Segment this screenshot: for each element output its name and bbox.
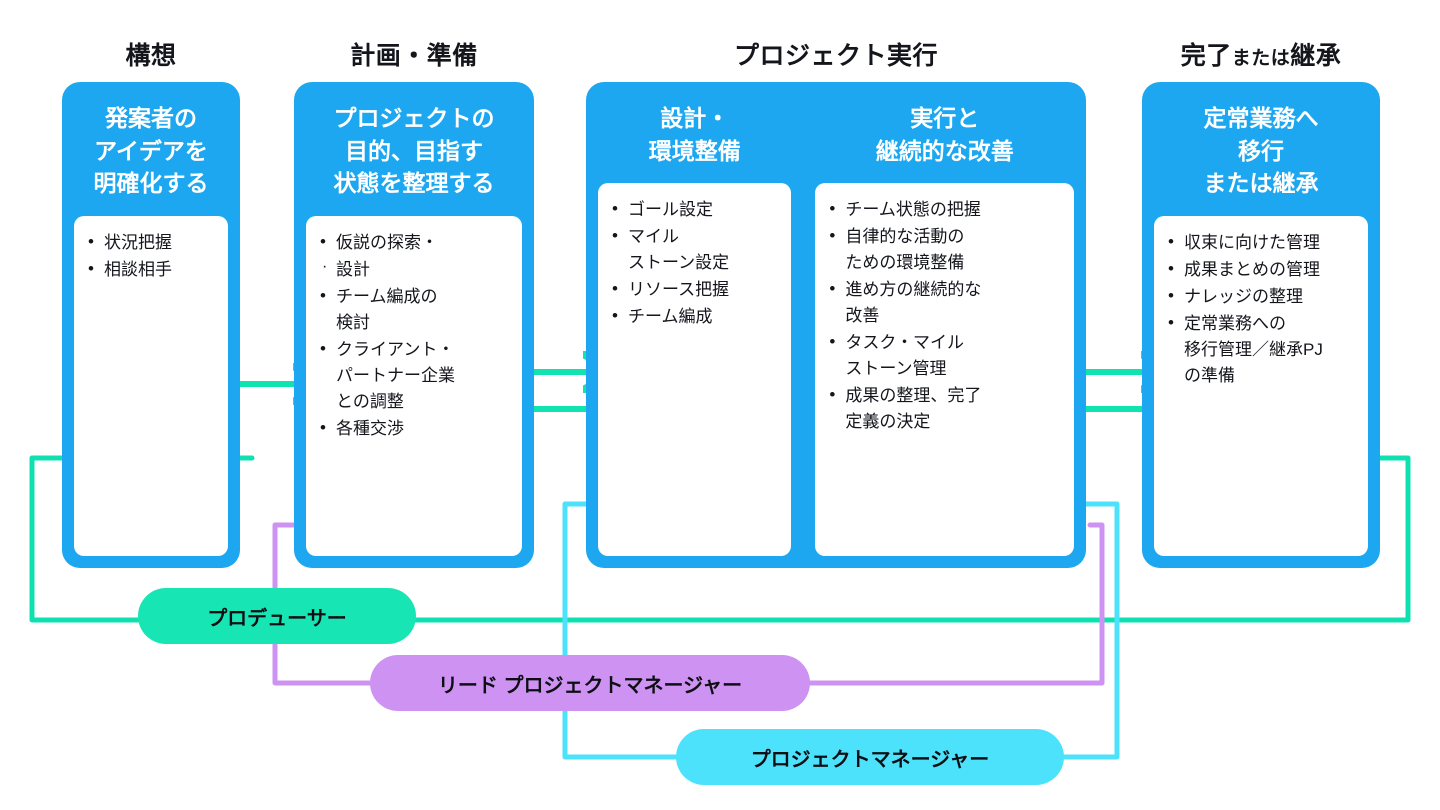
- role-pill-producer-label: プロデューサー: [207, 607, 347, 630]
- list-item: 進め方の継続的な 改善: [827, 276, 1064, 329]
- bullet-box-closing: 収束に向けた管理 成果まとめの管理 ナレッジの整理 定常業務への 移行管理／継承…: [1154, 215, 1368, 556]
- card-title-ideation: 発案者の アイデアを 明確化する: [93, 105, 209, 197]
- phase-header-execution-label: プロジェクト実行: [733, 42, 938, 70]
- list-item: タスク・マイル ストーン管理: [827, 329, 1064, 382]
- subcard-closing: 定常業務へ 移行 または継承 収束に向けた管理 成果まとめの管理 ナレッジの整理…: [1142, 82, 1380, 568]
- card-title-execution: 実行と 継続的な改善: [875, 105, 1014, 164]
- phase-card-planning[interactable]: プロジェクトの 目的、目指す 状態を整理する 仮説の探索・ 設計 チーム編成の …: [294, 82, 534, 568]
- phase-header-ideation-label: 構想: [125, 42, 177, 70]
- card-title-planning: プロジェクトの 目的、目指す 状態を整理する: [333, 105, 495, 197]
- subcard-execution: 実行と 継続的な改善 チーム状態の把握 自律的な活動の ための環境整備 進め方の…: [803, 82, 1086, 568]
- subcard-design: 設計・ 環境整備 ゴール設定 マイル ストーン設定 リソース把握 チーム編成: [586, 82, 803, 568]
- list-item: 状況把握: [86, 229, 218, 256]
- phase-card-closing[interactable]: 定常業務へ 移行 または継承 収束に向けた管理 成果まとめの管理 ナレッジの整理…: [1142, 82, 1380, 568]
- list-item: 自律的な活動の ための環境整備: [827, 223, 1064, 276]
- bullet-list-closing: 収束に向けた管理 成果まとめの管理 ナレッジの整理 定常業務への 移行管理／継承…: [1166, 229, 1358, 389]
- phase-card-execution[interactable]: 設計・ 環境整備 ゴール設定 マイル ストーン設定 リソース把握 チーム編成 実…: [586, 82, 1086, 568]
- subcard-ideation: 発案者の アイデアを 明確化する 状況把握 相談相手: [62, 82, 240, 568]
- list-item: 仮説の探索・: [318, 229, 512, 256]
- list-item: 相談相手: [86, 256, 218, 283]
- list-item: リソース把握: [610, 276, 781, 303]
- list-item: 成果の整理、完了 定義の決定: [827, 382, 1064, 435]
- list-item: 成果まとめの管理: [1166, 256, 1358, 283]
- list-item: ゴール設定: [610, 196, 781, 223]
- list-item: ナレッジの整理: [1166, 283, 1358, 310]
- subcard-planning: プロジェクトの 目的、目指す 状態を整理する 仮説の探索・ 設計 チーム編成の …: [294, 82, 534, 568]
- list-item: 設計: [318, 255, 512, 283]
- phase-card-ideation[interactable]: 発案者の アイデアを 明確化する 状況把握 相談相手: [62, 82, 240, 568]
- phase-header-planning-label: 計画・準備: [350, 42, 478, 70]
- phase-header-closing-part-1: 完了: [1180, 42, 1232, 70]
- bullet-box-ideation: 状況把握 相談相手: [74, 215, 228, 556]
- role-pill-pm[interactable]: プロジェクトマネージャー: [676, 729, 1064, 785]
- list-item: チーム編成: [610, 303, 781, 330]
- list-item: 定常業務への 移行管理／継承PJ の準備: [1166, 310, 1358, 389]
- card-title-closing: 定常業務へ 移行 または継承: [1203, 105, 1319, 197]
- bullet-box-planning: 仮説の探索・ 設計 チーム編成の 検討 クライアント・ パートナー企業 との調整…: [306, 215, 522, 556]
- phase-header-closing-part-3: 継承: [1290, 42, 1342, 70]
- bullet-list-design: ゴール設定 マイル ストーン設定 リソース把握 チーム編成: [610, 196, 781, 330]
- bullet-list-execution: チーム状態の把握 自律的な活動の ための環境整備 進め方の継続的な 改善 タスク…: [827, 196, 1064, 435]
- bullet-list-ideation: 状況把握 相談相手: [86, 229, 218, 283]
- phase-header-ideation: 構想: [62, 36, 240, 72]
- phase-header-execution: プロジェクト実行: [586, 36, 1086, 72]
- bullet-box-design: ゴール設定 マイル ストーン設定 リソース把握 チーム編成: [598, 183, 792, 556]
- list-item: 各種交渉: [318, 415, 512, 442]
- card-title-design: 設計・ 環境整備: [648, 105, 741, 164]
- list-item: チーム状態の把握: [827, 196, 1064, 223]
- list-item: クライアント・ パートナー企業 との調整: [318, 336, 512, 415]
- phase-header-planning: 計画・準備: [294, 36, 534, 72]
- list-item: 収束に向けた管理: [1166, 229, 1358, 256]
- role-pill-pm-label: プロジェクトマネージャー: [750, 748, 990, 771]
- role-pill-lead-pm-label: リード プロジェクトマネージャー: [437, 674, 743, 697]
- bullet-list-planning: 仮説の探索・ 設計 チーム編成の 検討 クライアント・ パートナー企業 との調整…: [318, 229, 512, 442]
- role-pill-lead-pm[interactable]: リード プロジェクトマネージャー: [370, 655, 810, 711]
- list-item: チーム編成の 検討: [318, 283, 512, 336]
- bullet-box-execution: チーム状態の把握 自律的な活動の ための環境整備 進め方の継続的な 改善 タスク…: [815, 183, 1074, 556]
- phase-header-closing-part-2: または: [1231, 48, 1291, 69]
- list-item: マイル ストーン設定: [610, 223, 781, 276]
- phase-header-closing: 完了または継承: [1142, 36, 1380, 72]
- role-pill-producer[interactable]: プロデューサー: [138, 588, 416, 644]
